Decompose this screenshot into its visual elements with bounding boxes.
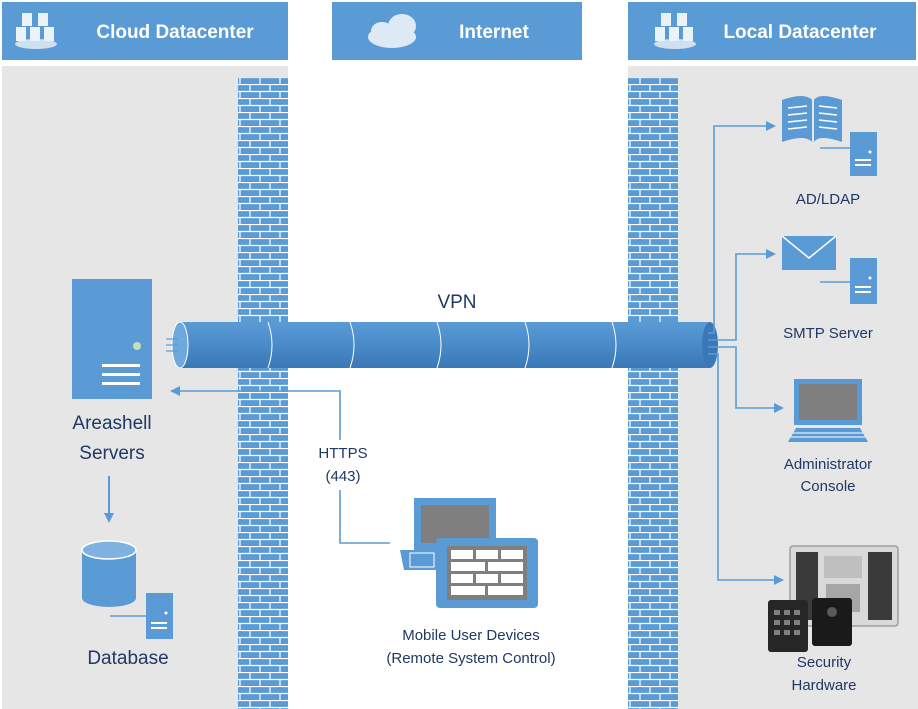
port-label: (443)	[325, 468, 360, 485]
areashell-server-icon	[72, 279, 152, 399]
admin-label-line1: Administrator	[784, 456, 872, 473]
servers-label-line2: Servers	[79, 443, 144, 464]
monitor-icon	[788, 379, 868, 442]
local-firewall	[628, 78, 678, 709]
database-label: Database	[87, 648, 168, 669]
admin-label-line2: Console	[800, 478, 855, 495]
cloud-datacenter-header: Cloud Datacenter	[2, 2, 288, 60]
ad-ldap-label: AD/LDAP	[796, 191, 860, 208]
servers-label-line1: Areashell	[72, 413, 151, 434]
security-hardware-icon	[768, 545, 899, 652]
book-icon	[782, 96, 842, 142]
datacenter-icon	[654, 13, 696, 49]
security-label-line1: Security	[797, 654, 852, 671]
envelope-icon	[781, 235, 837, 270]
server-icon	[820, 132, 877, 176]
internet-header-title: Internet	[459, 22, 529, 43]
cloud-icon	[368, 14, 416, 48]
smtp-label: SMTP Server	[783, 325, 873, 342]
local-datacenter-header: Local Datacenter	[628, 2, 916, 60]
mobile-label-line1: Mobile User Devices	[402, 627, 540, 644]
cloud-header-title: Cloud Datacenter	[96, 22, 254, 43]
https-label: HTTPS	[318, 445, 367, 462]
server-icon	[820, 258, 877, 304]
https-label-bg	[310, 440, 372, 490]
mobile-label-line2: (Remote System Control)	[386, 650, 555, 667]
mobile-devices-icon	[400, 498, 538, 608]
internet-header: Internet	[332, 2, 582, 60]
datacenter-icon	[15, 13, 57, 49]
database-icon	[81, 540, 173, 639]
security-label-line2: Hardware	[791, 677, 856, 694]
cloud-firewall	[238, 78, 288, 709]
local-branch-arrows	[708, 121, 784, 585]
vpn-label: VPN	[437, 292, 476, 313]
local-header-title: Local Datacenter	[723, 22, 877, 43]
vpn-tunnel	[166, 321, 718, 369]
